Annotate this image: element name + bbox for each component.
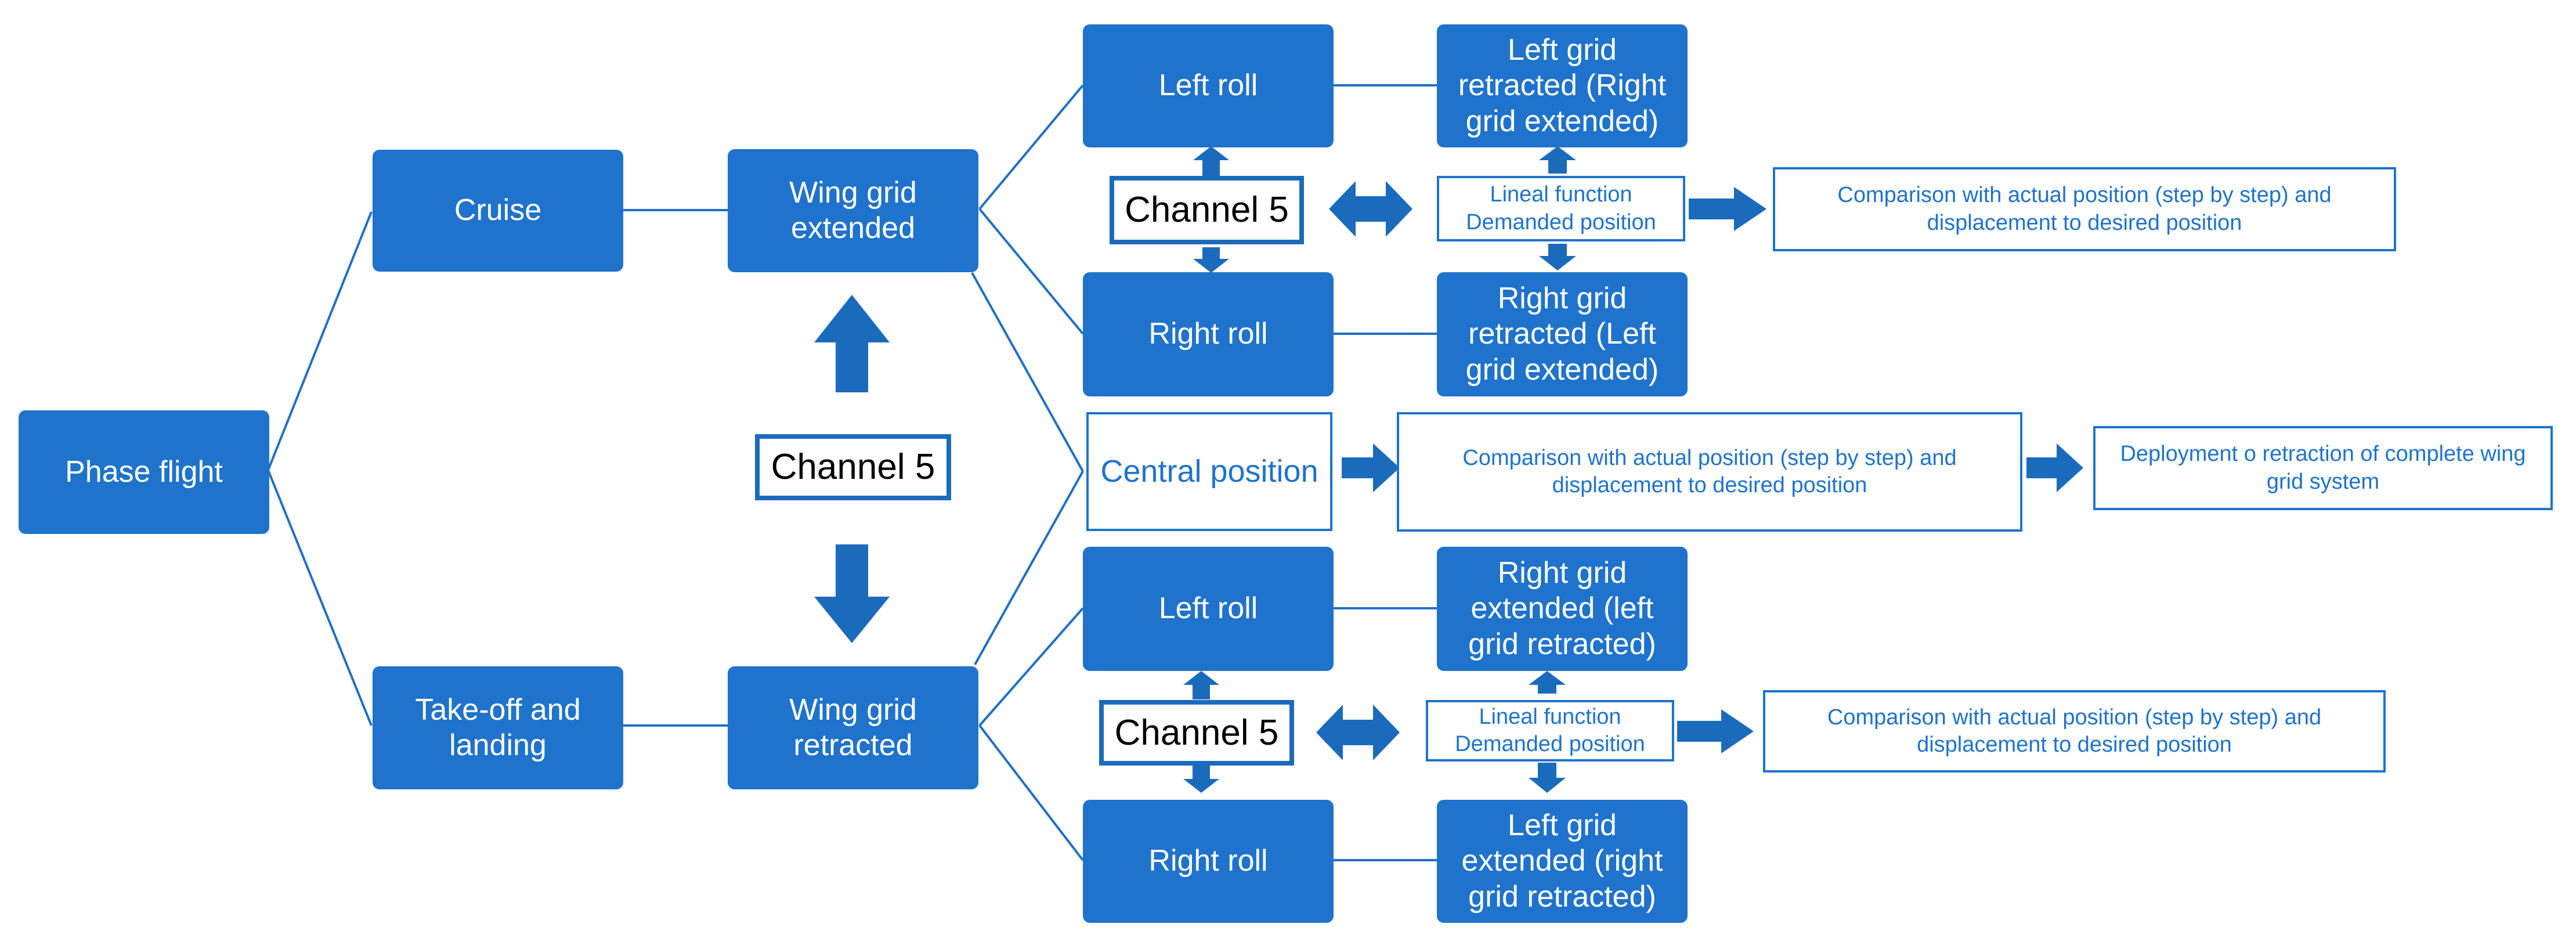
channel-5-center-box: Channel 5 xyxy=(755,434,951,500)
arrow-up-icon xyxy=(1539,146,1576,174)
right-grid-extended-box: Right grid extended (left grid retracted… xyxy=(1437,547,1688,671)
connector-line xyxy=(978,607,1084,727)
arrow-right-icon xyxy=(1677,709,1754,753)
right-roll-top-box: Right roll xyxy=(1083,272,1334,396)
central-position-box: Central position xyxy=(1086,412,1332,531)
arrow-up-icon xyxy=(1193,146,1229,176)
left-roll-top-box: Left roll xyxy=(1083,24,1334,147)
double-arrow-icon xyxy=(1316,705,1400,760)
right-grid-retracted-box: Right grid retracted (Left grid extended… xyxy=(1437,272,1688,396)
wing-grid-retracted-box: Wing grid retracted xyxy=(728,666,978,789)
arrow-right-icon xyxy=(2026,443,2083,492)
lineal-function-bottom-box: Lineal function Demanded position xyxy=(1426,700,1674,761)
deployment-box: Deployment o retraction of complete wing… xyxy=(2093,426,2553,510)
wing-grid-extended-box: Wing grid extended xyxy=(728,149,978,272)
arrow-down-icon xyxy=(1193,247,1229,273)
arrow-up-icon xyxy=(1529,671,1566,694)
channel-5-bottom-box: Channel 5 xyxy=(1099,700,1294,766)
comparison-top-box: Comparison with actual position (step by… xyxy=(1773,167,2396,251)
arrow-down-icon xyxy=(1529,763,1566,793)
channel-5-top-box: Channel 5 xyxy=(1110,176,1304,244)
arrow-right-icon xyxy=(1342,443,1400,492)
left-roll-bottom-box: Left roll xyxy=(1083,547,1334,671)
comparison-bottom-box: Comparison with actual position (step by… xyxy=(1763,690,2386,773)
left-grid-retracted-box: Left grid retracted (Right grid extended… xyxy=(1437,24,1688,147)
connector-line xyxy=(974,471,1084,665)
takeoff-landing-box: Take-off and landing xyxy=(373,666,623,789)
connector-line xyxy=(978,208,1084,335)
arrow-up-icon xyxy=(1183,671,1219,699)
arrow-down-icon xyxy=(1183,765,1219,793)
connector-line xyxy=(971,272,1084,472)
left-grid-extended-box: Left grid extended (right grid retracted… xyxy=(1437,800,1688,923)
arrow-down-icon xyxy=(1539,244,1576,270)
phase-flight-box: Phase flight xyxy=(19,410,269,534)
arrow-right-icon xyxy=(1689,187,1766,231)
arrow-down-icon xyxy=(814,544,890,643)
double-arrow-icon xyxy=(1329,181,1412,237)
cruise-box: Cruise xyxy=(373,150,623,272)
connector-line xyxy=(978,84,1084,210)
arrow-up-icon xyxy=(814,295,890,392)
right-roll-bottom-box: Right roll xyxy=(1083,800,1334,923)
connector-line xyxy=(267,211,373,471)
connector-line xyxy=(978,724,1084,861)
lineal-function-top-box: Lineal function Demanded position xyxy=(1437,176,1685,241)
connector-line xyxy=(267,470,373,726)
comparison-center-box: Comparison with actual position (step by… xyxy=(1397,412,2022,532)
